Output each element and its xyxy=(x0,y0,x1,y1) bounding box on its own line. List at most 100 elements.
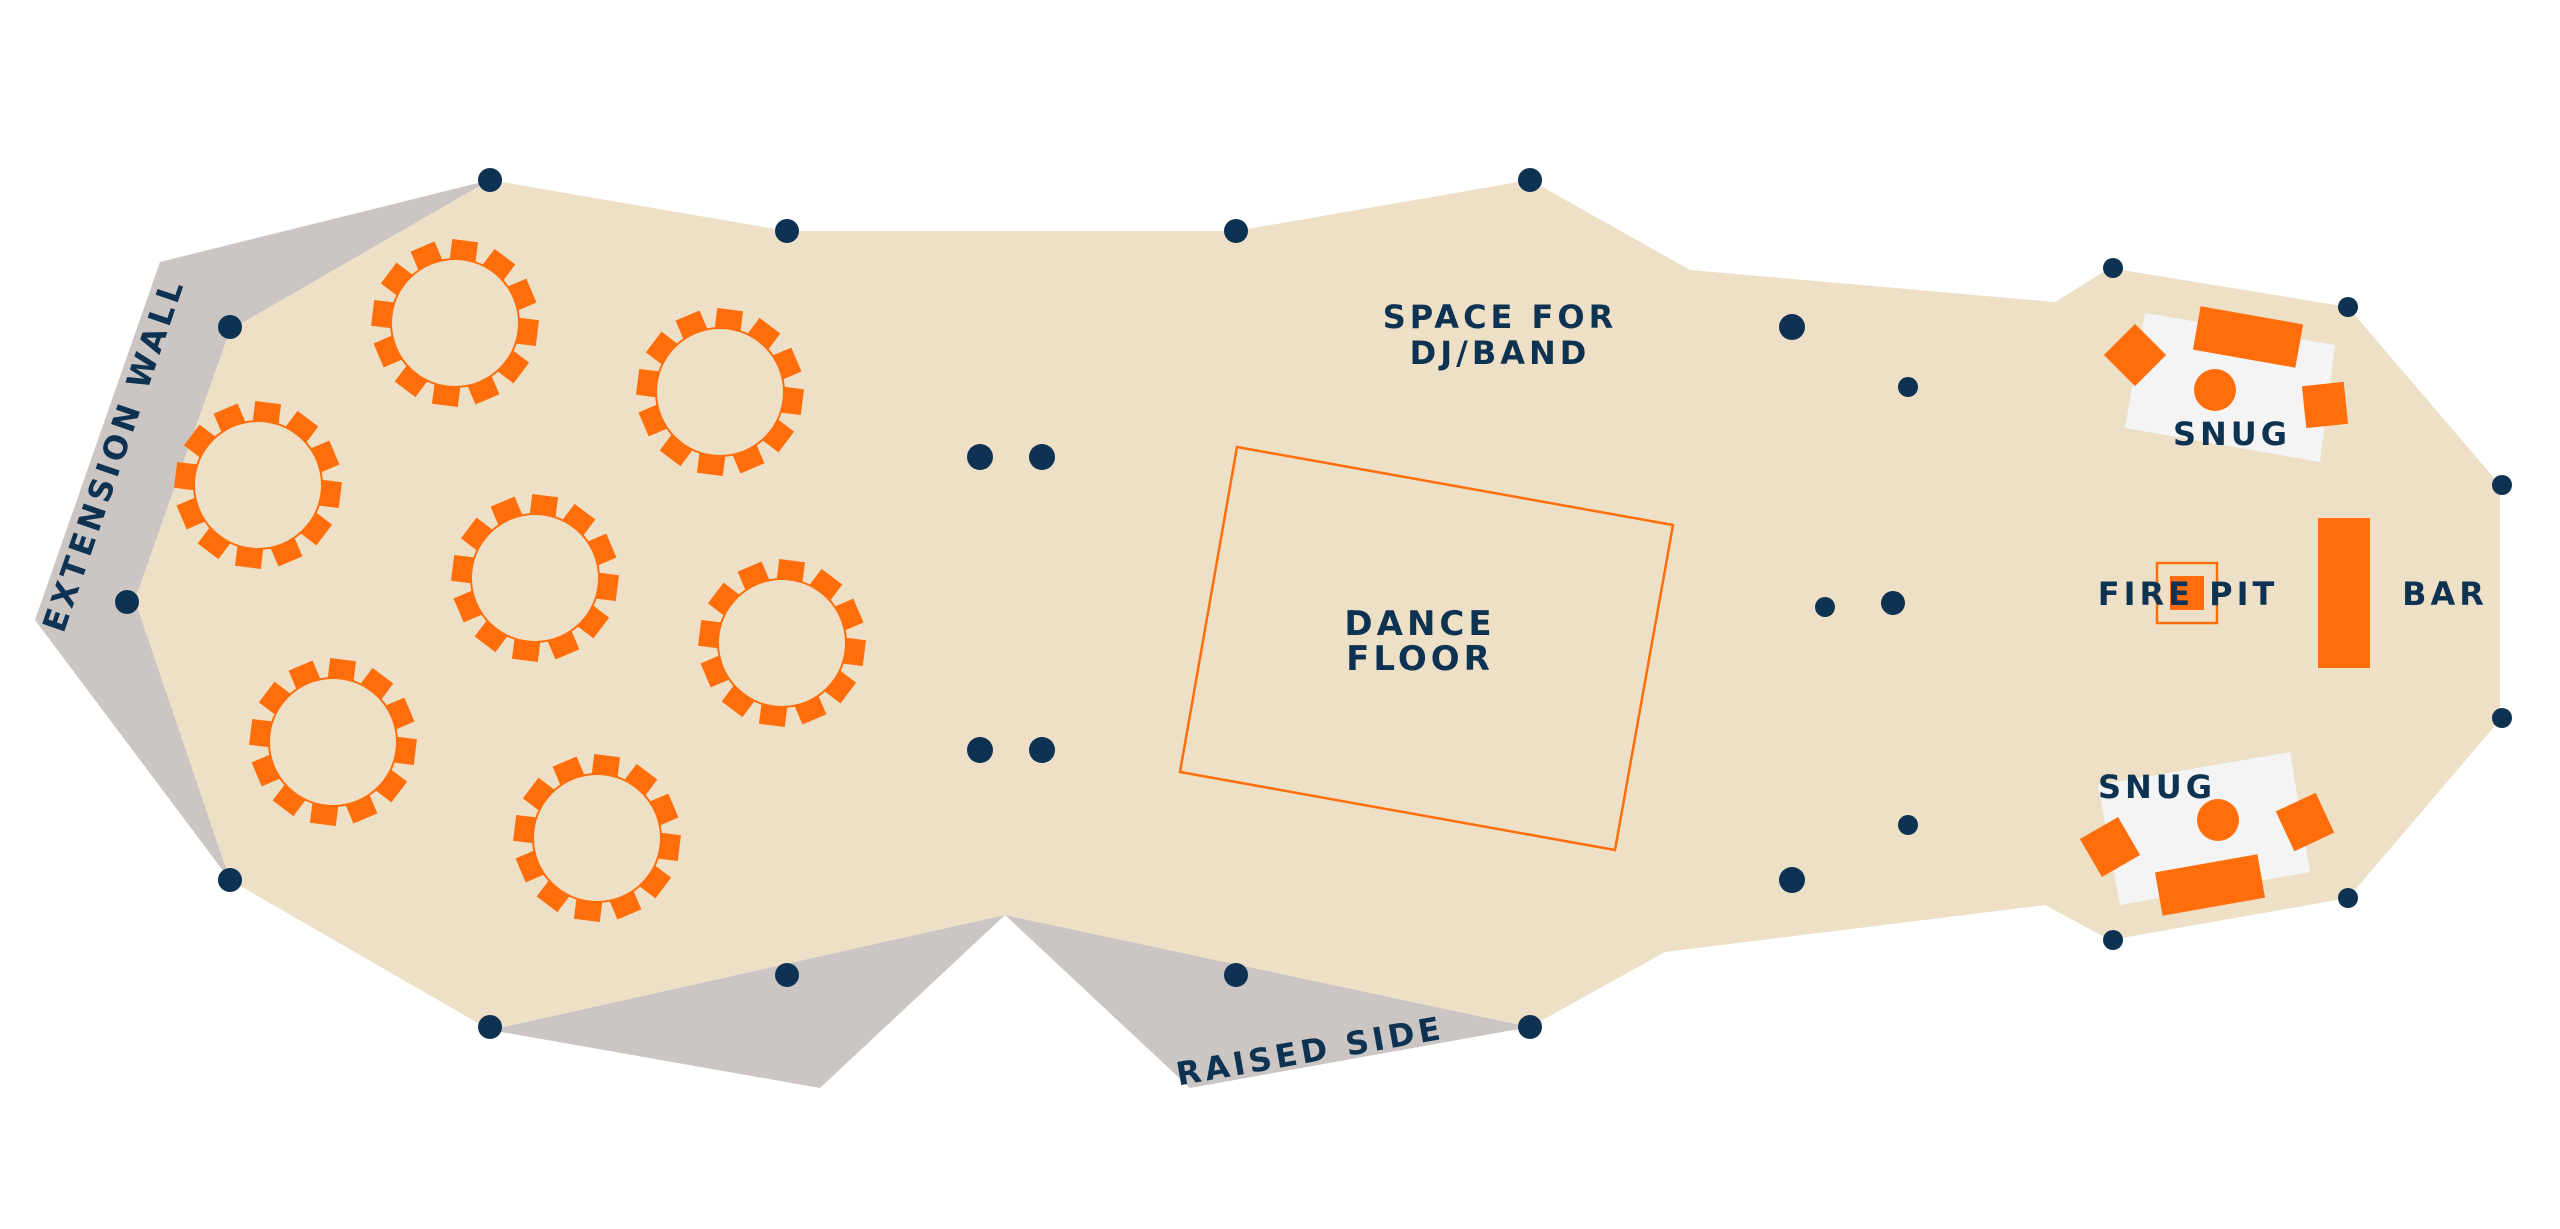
fire-pit-icon xyxy=(2155,561,2219,625)
chair-icon xyxy=(234,545,264,569)
chair-icon xyxy=(809,568,843,601)
post-icon xyxy=(2338,297,2358,317)
round-table-icon xyxy=(371,239,539,407)
chair-icon xyxy=(747,317,781,350)
armchair-icon xyxy=(2301,381,2349,429)
chair-icon xyxy=(375,769,408,803)
chair-icon xyxy=(696,452,726,476)
chair-icon xyxy=(258,681,291,715)
raised-side-area-left xyxy=(490,915,1005,1088)
chair-icon xyxy=(460,517,493,551)
tent-poles xyxy=(115,168,2512,1039)
sofa-icon xyxy=(2154,854,2266,916)
chair-icon xyxy=(309,802,339,826)
post-icon xyxy=(1898,377,1918,397)
fire-pit-center xyxy=(2170,576,2204,610)
chair-icon xyxy=(624,763,658,796)
snug-top-label: SNUG xyxy=(2173,415,2291,453)
chair-icon xyxy=(714,308,744,332)
post-icon xyxy=(2492,475,2512,495)
post-icon xyxy=(1029,737,1055,763)
chair-icon xyxy=(449,239,479,263)
snug-bottom-furniture xyxy=(2079,792,2335,916)
post-icon xyxy=(1815,597,1835,617)
chair-icon xyxy=(824,670,857,704)
chair-icon xyxy=(721,685,755,718)
round-table-icon xyxy=(451,494,619,662)
post-icon xyxy=(1224,963,1248,987)
chair-icon xyxy=(842,637,866,667)
chair-icon xyxy=(562,503,596,536)
post-icon xyxy=(2103,258,2123,278)
chair-icon xyxy=(780,386,804,416)
round-table-icon xyxy=(698,559,866,727)
chair-icon xyxy=(762,419,795,453)
table-top xyxy=(472,515,598,641)
chair-icon xyxy=(511,638,541,662)
chair-icon xyxy=(327,658,357,682)
post-icon xyxy=(478,168,502,192)
post-icon xyxy=(775,219,799,243)
chair-icon xyxy=(197,527,231,560)
chair-icon xyxy=(394,365,428,398)
extension-areas xyxy=(35,180,1530,1088)
armchair-icon xyxy=(2079,816,2141,878)
chair-icon xyxy=(529,494,559,518)
extension-wall-area xyxy=(35,180,490,880)
post-icon xyxy=(115,590,139,614)
fire-pit-outline xyxy=(2155,561,2219,625)
post-icon xyxy=(775,963,799,987)
chair-icon xyxy=(318,479,342,509)
post-icon xyxy=(2338,888,2358,908)
post-icon xyxy=(1898,815,1918,835)
chair-icon xyxy=(482,248,516,281)
post-icon xyxy=(218,315,242,339)
dance-floor-label-line1: DANCE xyxy=(1344,604,1495,644)
chair-icon xyxy=(659,434,693,467)
chair-icon xyxy=(300,512,333,546)
table-top xyxy=(270,679,396,805)
coffee-table-icon xyxy=(2197,799,2239,841)
chair-icon xyxy=(360,667,394,700)
armchair-icon xyxy=(2275,792,2335,852)
table-top xyxy=(534,775,660,901)
chair-icon xyxy=(639,865,672,899)
sofa-icon xyxy=(2192,306,2304,368)
chair-icon xyxy=(707,582,740,616)
chair-icon xyxy=(474,620,508,653)
post-icon xyxy=(967,444,993,470)
chair-icon xyxy=(451,554,475,584)
space-for-dj-label-line2: DJ/BAND xyxy=(1410,334,1591,372)
round-table-icon xyxy=(174,401,342,569)
round-table-icon xyxy=(636,308,804,476)
chair-icon xyxy=(595,572,619,602)
chair-icon xyxy=(513,814,537,844)
chair-icon xyxy=(577,605,610,639)
round-table-icon xyxy=(513,754,681,922)
chair-icon xyxy=(522,777,555,811)
post-icon xyxy=(478,1015,502,1039)
post-icon xyxy=(218,868,242,892)
coffee-table-icon xyxy=(2194,369,2236,411)
dance-floor-label-line2: FLOOR xyxy=(1346,639,1494,679)
post-icon xyxy=(1518,168,1542,192)
chair-icon xyxy=(252,401,282,425)
chair-icon xyxy=(183,424,216,458)
fire-pit-label: FIRE PIT xyxy=(2098,575,2279,613)
post-icon xyxy=(1518,1015,1542,1039)
bar-counter-icon xyxy=(2318,518,2370,668)
table-top xyxy=(657,329,783,455)
chair-icon xyxy=(657,832,681,862)
round-table-icon xyxy=(249,658,417,826)
bar-label: BAR xyxy=(2402,575,2488,613)
snug-bottom-label: SNUG xyxy=(2098,768,2216,806)
chair-icon xyxy=(371,299,395,329)
post-icon xyxy=(1779,314,1805,340)
table-top xyxy=(392,260,518,386)
dance-floor-outline xyxy=(1178,445,1675,852)
post-icon xyxy=(1779,867,1805,893)
round-tables xyxy=(174,239,866,922)
chair-icon xyxy=(698,619,722,649)
chair-icon xyxy=(645,331,678,365)
